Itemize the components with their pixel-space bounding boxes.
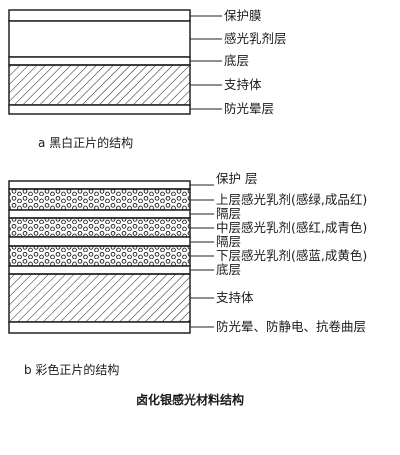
color-lower-emulsion-layer (8, 245, 191, 267)
color-label-lower-emulsion: 下层感光乳剂(感蓝,成黄色) (216, 248, 367, 263)
color-label-middle-emulsion: 中层感光乳剂(感红,成青色) (216, 220, 367, 235)
color-label-protective: 保护 层 (216, 171, 257, 186)
bw-label-antihalation: 防光晕层 (224, 101, 274, 116)
figure-title: 卤化银感光材料结构 (136, 392, 244, 407)
color-label-upper-emulsion: 上层感光乳剂(感绿,成品红) (216, 192, 367, 207)
bw-emulsion-layer (8, 20, 191, 58)
color-interlayer-1 (8, 209, 191, 219)
bw-label-support: 支持体 (224, 77, 262, 92)
color-support-layer (8, 273, 191, 323)
color-label-interlayer-1: 隔层 (216, 206, 241, 221)
bw-caption: a 黑白正片的结构 (38, 135, 133, 150)
color-protective-layer (8, 180, 191, 190)
bw-film-diagram: 保护膜 感光乳剂层 底层 支持体 防光晕层 a 黑白正片的结构 (8, 8, 287, 150)
bw-label-protective: 保护膜 (224, 8, 262, 23)
color-label-subbing: 底层 (216, 262, 241, 277)
color-label-backing: 防光晕、防静电、抗卷曲层 (216, 319, 366, 334)
color-interlayer-2 (8, 236, 191, 247)
color-upper-emulsion-layer (8, 188, 191, 211)
bw-label-emulsion: 感光乳剂层 (224, 31, 287, 46)
color-middle-emulsion-layer (8, 217, 191, 238)
color-label-support: 支持体 (216, 290, 254, 305)
color-label-interlayer-2: 隔层 (216, 234, 241, 249)
color-caption: b 彩色正片的结构 (24, 362, 119, 377)
color-subbing-layer (8, 265, 191, 275)
bw-support-layer (8, 64, 191, 106)
color-backing-layer (8, 321, 191, 334)
bw-antihalation-layer (8, 104, 191, 115)
bw-subbing-layer (8, 56, 191, 66)
bw-protective-layer (8, 9, 191, 22)
color-film-diagram: 保护 层 上层感光乳剂(感绿,成品红) 隔层 中层感光乳剂(感红,成青色) 隔层… (8, 171, 367, 377)
bw-label-subbing: 底层 (224, 53, 249, 68)
